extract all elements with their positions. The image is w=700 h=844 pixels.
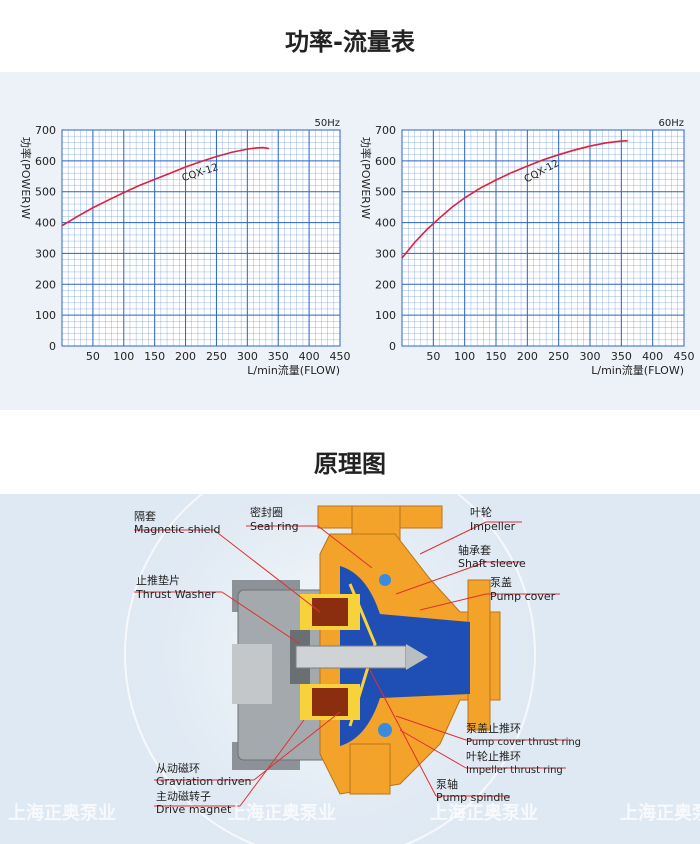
label-impeller-en: Impeller [470,520,516,533]
x-tick-label: 150 [144,350,165,363]
chart-panel: 50 100 150 200 250 300 350 400 450 0 100 200 300 400 5… [0,72,700,410]
x-tick-label: 450 [674,350,695,363]
y-tick-label: 0 [389,340,396,353]
x-tick-label: 50 [86,350,100,363]
watermark: 上海正奥泵业 上海正奥泵业 上海正奥泵业 上海正奥泵业 [8,802,700,824]
label-thrust-washer-cn: 止推垫片 [136,573,180,587]
label-shaft-sleeve-cn: 轴承套 [458,543,491,557]
label-pump-cover-en: Pump cover [490,590,556,603]
major-grid [62,129,341,347]
label-magnetic-shield-en: Magnetic shield [134,523,220,536]
y-tick-label: 300 [375,247,396,260]
label-pump-spindle-en: Pump spindle [436,791,510,804]
x-tick-label: 200 [517,350,538,363]
label-pump-cover-cn: 泵盖 [490,575,512,589]
label-driven-magnet-en: Graviation driven [156,775,251,788]
y-tick-label: 600 [375,155,396,168]
y-tick-label: 0 [49,340,56,353]
y-tick-label: 700 [375,124,396,137]
x-tick-label: 300 [237,350,258,363]
series-line [401,140,628,259]
x-tick-label: 250 [548,350,569,363]
plot-area [401,129,685,347]
y-tick-label: 200 [35,278,56,291]
magnet-rotor [290,594,360,720]
y-tick-label: 100 [375,309,396,322]
pump-spindle [295,644,428,670]
label-impeller-thrust-ring-cn: 叶轮止推环 [466,749,521,763]
y-tick-label: 700 [35,124,56,137]
label-impeller-thrust-ring-en: Impeller thrust ring [466,765,563,776]
svg-text:上海正奥泵业: 上海正奥泵业 [430,802,538,824]
y-tick-label: 100 [35,309,56,322]
x-tick-label: 300 [580,350,601,363]
svg-text:上海正奥泵业: 上海正奥泵业 [228,802,336,824]
y-tick-label: 400 [35,217,56,230]
x-tick-label: 250 [206,350,227,363]
y-tick-label: 500 [35,186,56,199]
x-tick-label: 50 [426,350,440,363]
y-axis-label: 功率(POWER)W [19,137,33,219]
label-thrust-washer-en: Thrust Washer [135,588,216,601]
label-impeller-cn: 叶轮 [470,505,492,519]
label-drive-magnet-cn: 主动磁转子 [156,789,211,803]
label-drive-magnet-en: Drive magnet [156,803,232,816]
y-tick-label: 200 [375,278,396,291]
y-tick-label: 300 [35,247,56,260]
label-shaft-sleeve-en: Shaft sleeve [458,557,526,570]
label-magnetic-shield-cn: 隔套 [134,510,156,523]
label-driven-magnet-cn: 从动磁环 [156,762,200,775]
x-tick-label: 450 [330,350,351,363]
x-tick-label: 150 [486,350,507,363]
x-tick-label: 400 [642,350,663,363]
y-tick-label: 400 [375,217,396,230]
chart-2: 50 100 150 200 250 300 350 400 450 0 100 200 300 400 5… [359,118,695,377]
svg-text:上海正奥泵业: 上海正奥泵业 [620,802,700,824]
power-flow-charts: 50 100 150 200 250 300 350 400 450 0 100 200 300 400 5… [19,118,695,377]
background-ring [124,494,536,844]
label-pump-cover-thrust-ring-en: Pump cover thrust ring [466,737,581,748]
y-tick-label: 600 [35,155,56,168]
y-axis-label: 功率(POWER)W [359,137,373,219]
x-tick-label: 100 [113,350,134,363]
label-seal-ring-en: Seal ring [250,520,299,533]
section-title-principle: 原理图 [314,450,386,478]
x-axis-label: L/min流量(FLOW) [247,363,340,377]
label-pump-cover-thrust-ring-cn: 泵盖止推环 [466,721,521,735]
x-tick-label: 100 [454,350,475,363]
pump-diagram: 隔套 Magnetic shield 密封圈 Seal ring 叶轮 Impe… [0,494,700,844]
x-axis-label: L/min流量(FLOW) [591,363,684,377]
chart-1: 50 100 150 200 250 300 350 400 450 0 100 200 300 400 5… [19,118,351,377]
frequency-label: 50Hz [315,118,341,129]
x-tick-label: 350 [268,350,289,363]
label-pump-spindle-cn: 泵轴 [436,777,458,791]
section-title-power-flow: 功率-流量表 [285,28,415,56]
leader-lines [134,521,570,807]
major-grid [402,129,685,347]
frequency-label: 60Hz [659,118,685,129]
x-tick-label: 350 [611,350,632,363]
x-tick-label: 400 [299,350,320,363]
series-line [61,146,270,227]
svg-text:上海正奥泵业: 上海正奥泵业 [8,802,116,824]
y-tick-label: 500 [375,186,396,199]
plot-area [61,129,341,347]
label-seal-ring-cn: 密封圈 [250,505,283,519]
x-tick-label: 200 [175,350,196,363]
